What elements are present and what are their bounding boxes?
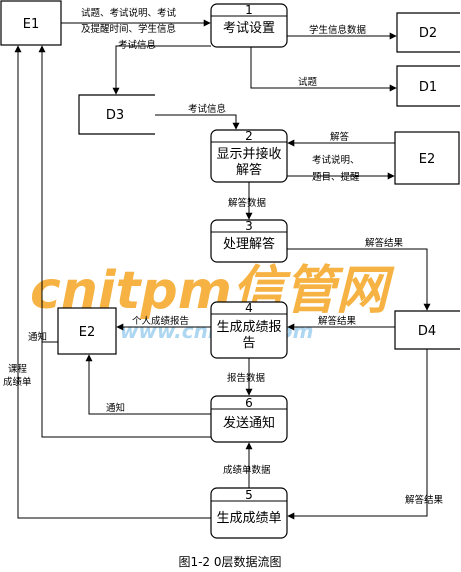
entity-e2-right: E2	[394, 131, 460, 185]
process-6: 6 发送通知	[210, 395, 288, 443]
label-e1-to-p1-line1: 试题、考试说明、考试	[81, 7, 177, 19]
process-2-name-line2: 解答	[236, 162, 262, 178]
entity-e1-label: E1	[23, 17, 40, 32]
flow-p3-to-d4	[287, 248, 431, 311]
flow-p1-to-d3	[112, 45, 211, 95]
store-d2-label: D2	[419, 26, 437, 41]
process-4-number: 4	[245, 301, 253, 315]
label-e2-to-e1: 通知	[28, 331, 47, 343]
process-4-name-line1: 生成成绩报	[216, 320, 281, 335]
label-p4-to-e2: 个人成绩报告	[132, 315, 189, 327]
label-d4-to-p4: 解答结果	[318, 315, 357, 327]
process-2-name-line1: 显示并接收	[216, 146, 281, 162]
label-p5-to-p6: 成绩单数据	[223, 464, 271, 476]
store-d4-label: D4	[418, 324, 436, 339]
entity-e2-left-label: E2	[79, 325, 96, 340]
process-1-number: 1	[245, 3, 253, 17]
store-d3: D3	[78, 94, 155, 135]
entity-e2-right-label: E2	[419, 152, 436, 167]
process-5: 5 生成成绩单	[210, 487, 288, 539]
process-6-name: 发送通知	[223, 415, 275, 431]
flow-d4-to-p5	[287, 349, 428, 520]
label-p3-to-d4: 解答结果	[365, 237, 404, 249]
process-2-number: 2	[245, 129, 253, 143]
process-1-name: 考试设置	[223, 21, 275, 36]
entity-e1: E1	[0, 0, 62, 46]
entity-e2-left: E2	[57, 307, 117, 355]
flow-d3-to-p2	[155, 114, 240, 130]
label-d3-to-p2: 考试信息	[188, 103, 226, 115]
process-4: 4 生成成绩报 告	[210, 301, 288, 359]
store-d3-label: D3	[106, 108, 124, 123]
label-p5-to-e1-line1: 课程	[8, 364, 28, 375]
label-p6-to-e2: 通知	[106, 402, 125, 414]
label-p4-to-p6: 报告数据	[227, 372, 266, 384]
process-5-name: 生成成绩单	[216, 511, 281, 526]
process-5-number: 5	[245, 488, 253, 502]
label-p1-to-d3: 考试信息	[118, 39, 156, 51]
diagram-caption: 图1-2 0层数据流图	[178, 554, 281, 569]
process-1: 1 考试设置	[210, 3, 288, 48]
label-p2-to-p3: 解答数据	[228, 197, 267, 209]
label-p2-to-e2-line2: 题目、提醒	[312, 171, 360, 183]
flow-p6-to-e2	[85, 354, 211, 415]
store-d4: D4	[394, 310, 460, 350]
label-p1-to-d1: 试题	[298, 76, 318, 88]
store-d1: D1	[396, 65, 460, 107]
process-4-name-line2: 告	[242, 336, 255, 351]
flow-p6-to-e1	[41, 342, 211, 438]
label-e1-to-p1-line2: 及提醒时间、学生信息	[81, 23, 176, 35]
process-3: 3 处理解答	[210, 219, 288, 263]
label-p5-to-e1-line2: 成绩单	[3, 376, 32, 388]
label-e2-to-p2: 解答	[330, 131, 350, 143]
store-d1-label: D1	[419, 80, 437, 95]
store-d2: D2	[396, 12, 460, 53]
flow-p1-to-d1	[250, 47, 397, 92]
flow-p5-to-e1	[14, 45, 211, 519]
label-p2-to-e2-line1: 考试说明、	[312, 154, 360, 166]
process-3-name: 处理解答	[223, 236, 275, 252]
process-6-number: 6	[245, 396, 253, 410]
process-2: 2 显示并接收 解答	[210, 129, 288, 183]
process-3-number: 3	[245, 219, 253, 233]
label-d4-to-p5: 解答结果	[405, 494, 444, 506]
label-p1-to-d2: 学生信息数据	[309, 24, 367, 36]
